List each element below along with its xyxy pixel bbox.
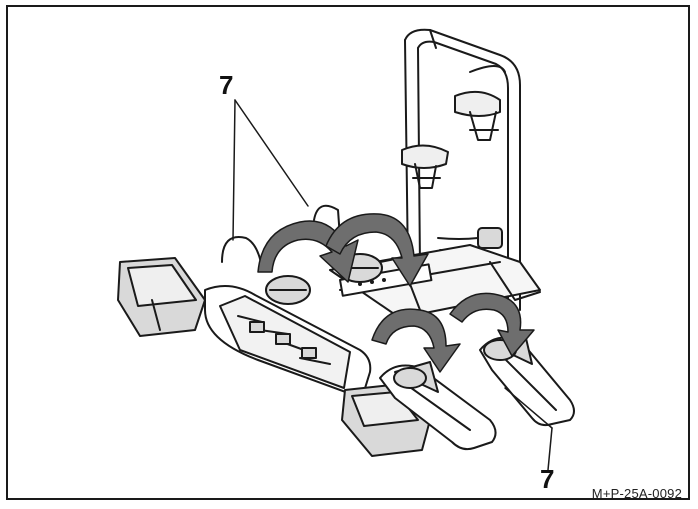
left-tail-light <box>117 257 206 337</box>
callout-label-top: 7 <box>219 70 234 100</box>
rotation-arrow-icon <box>257 213 535 373</box>
figure-reference-code: M+P-25A-0092 <box>591 486 682 501</box>
callout-leaders <box>232 99 553 471</box>
callout-label-bottom: 7 <box>540 464 555 494</box>
carrier-mast <box>401 28 521 319</box>
number-plate-holder <box>204 285 372 399</box>
